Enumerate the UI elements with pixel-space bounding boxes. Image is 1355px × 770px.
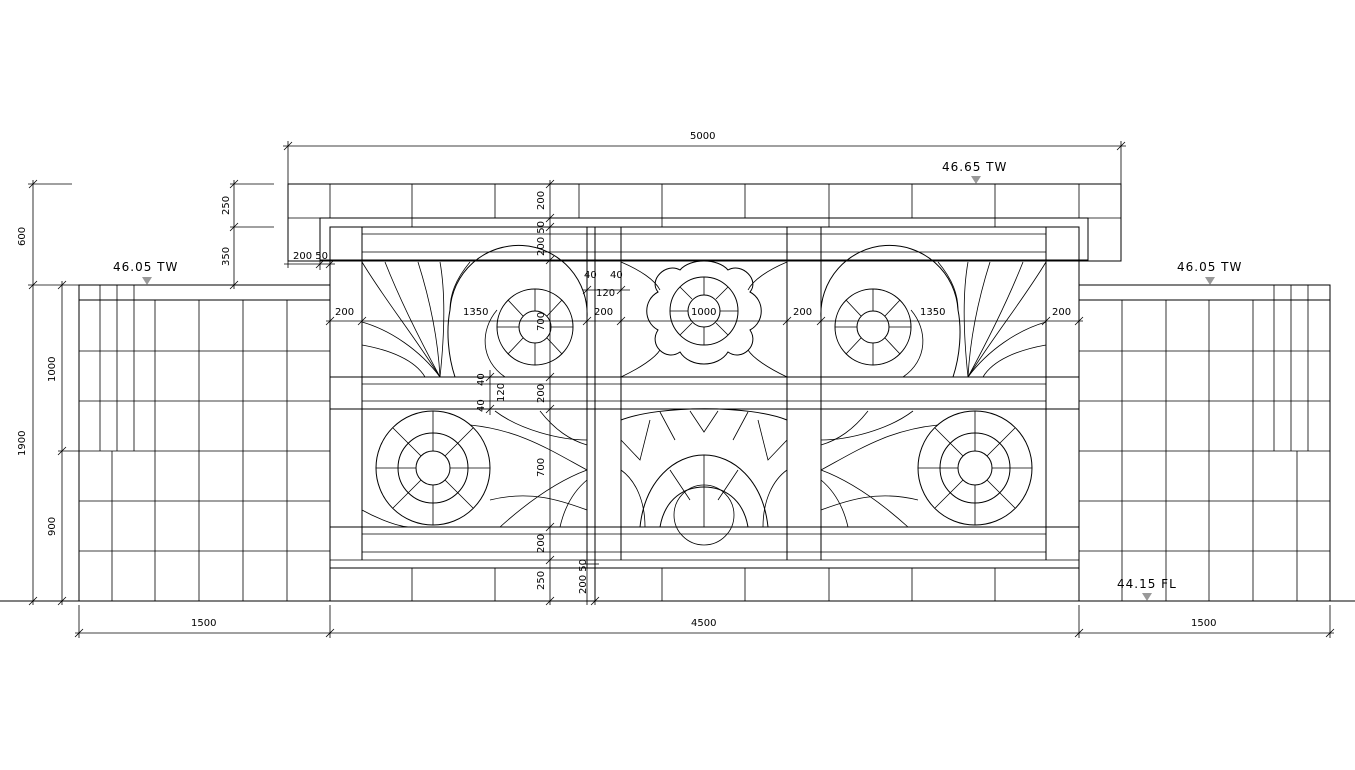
level-label-floor: 44.15 FL [1117,577,1177,591]
dim-rail-40-b: 40 [476,399,487,412]
dim-top-200-50: 200 50 [536,221,547,256]
panel-bottom-right [820,410,1033,528]
dim-rail-120: 120 [496,383,507,402]
dim-left-600: 600 [17,227,28,246]
dim-panel-200-right: 200 [1052,307,1071,318]
dim-bottom-left: 1500 [191,618,216,629]
level-label-top-center: 46.65 TW [942,160,1007,174]
dim-bottom-200-50: 200 50 [578,559,589,594]
dim-panel-700-bottom: 700 [536,458,547,477]
dim-rail-200: 200 [536,384,547,403]
panel-top-left [361,244,588,378]
dim-panel-200-mid1: 200 [594,307,613,318]
level-label-right: 46.05 TW [1177,260,1242,274]
dim-top-200: 200 [536,191,547,210]
dim-bottom-200: 200 [536,534,547,553]
dim-left-200-50: 200 50 [293,251,328,262]
dim-rail-40-a: 40 [476,373,487,386]
dim-panel-200-mid2: 200 [793,307,812,318]
panel-bottom-left [361,410,588,528]
dim-panel-200-left: 200 [335,307,354,318]
level-marker-left: 46.05 TW [113,260,178,285]
center-cap [287,183,1122,262]
level-marker-top-center: 46.65 TW [942,160,1007,184]
dim-left-1900: 1900 [17,431,28,456]
dim-gap-120: 120 [596,288,615,299]
dim-gap-40-a: 40 [584,270,597,281]
panel-frame [329,226,1080,602]
level-label-left: 46.05 TW [113,260,178,274]
dimension-labels: 5000 1500 4500 1500 600 1900 1000 900 25… [17,131,1216,629]
panel-top-middle [620,260,788,378]
dim-left-350: 350 [221,247,232,266]
dim-left-900: 900 [47,517,58,536]
level-marker-right: 46.05 TW [1177,260,1242,285]
dim-bottom-250: 250 [536,571,547,590]
left-wall [78,284,331,602]
dimension-lines [28,141,1335,638]
dim-bottom-right: 1500 [1191,618,1216,629]
right-wall [1078,284,1331,602]
dim-left-1000: 1000 [47,357,58,382]
dim-panel-1350-right: 1350 [920,307,945,318]
panel-top-right [820,244,1047,378]
dim-panel-1350-left: 1350 [463,307,488,318]
panel-bottom-middle [620,408,788,546]
dim-gap-40-b: 40 [610,270,623,281]
dim-left-250: 250 [221,196,232,215]
dim-bottom-center: 4500 [691,618,716,629]
dim-panel-700-top: 700 [536,312,547,331]
level-marker-floor: 44.15 FL [1117,577,1177,601]
dim-top-overall: 5000 [690,131,715,142]
dim-panel-1000: 1000 [691,307,716,318]
